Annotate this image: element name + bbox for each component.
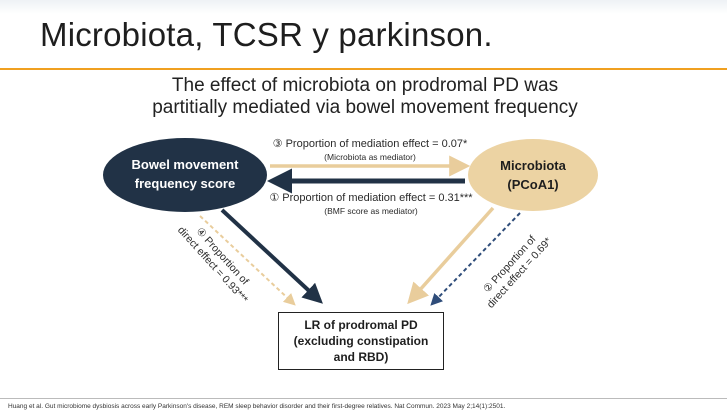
headline-line-2: partitially mediated via bowel movement … (152, 97, 578, 118)
edge-4-dashed-arrow (199, 215, 296, 306)
bmf-label-line-2: frequency score (134, 176, 236, 191)
title-rule (0, 68, 727, 70)
microbiota-label-line-2: (PCoA1) (507, 177, 559, 192)
diagram-headline: The effect of microbiota on prodromal PD… (95, 75, 635, 119)
edge-1-sublabel: (BMF score as mediator) (324, 206, 418, 216)
top-band (0, 0, 727, 14)
citation: Huang et al. Gut microbiome dysbiosis ac… (8, 403, 506, 410)
edge-2-dashed-arrow (430, 212, 521, 306)
microbiota-node-ellipse (468, 139, 598, 211)
footer-rule (0, 398, 727, 399)
slide-title: Microbiota, TCSR y parkinson. (40, 16, 493, 53)
edge-3-label: ③ Proportion of mediation effect = 0.07* (272, 138, 468, 150)
microbiota-label-line-1: Microbiota (500, 158, 566, 173)
edge-2-solid-arrow (407, 206, 495, 305)
edge-1-label: ① Proportion of mediation effect = 0.31*… (269, 192, 473, 204)
bmf-node-ellipse (103, 138, 267, 212)
bmf-label-line-1: Bowel movement (131, 157, 239, 172)
microbiota-node-label: Microbiota (PCoA1) (478, 156, 588, 194)
outcome-label-line-1: LR of prodromal PD (304, 318, 418, 332)
outcome-label-line-2: (excluding constipation (293, 334, 429, 348)
edge-3-sublabel: (Microbiota as mediator) (324, 152, 416, 162)
edge-4-solid-arrow (220, 208, 323, 304)
outcome-node-box: LR of prodromal PD (excluding constipati… (278, 312, 444, 370)
bmf-node-label: Bowel movement frequency score (120, 155, 250, 193)
outcome-label-line-3: and RBD) (333, 350, 389, 364)
headline-line-1: The effect of microbiota on prodromal PD… (171, 75, 559, 96)
